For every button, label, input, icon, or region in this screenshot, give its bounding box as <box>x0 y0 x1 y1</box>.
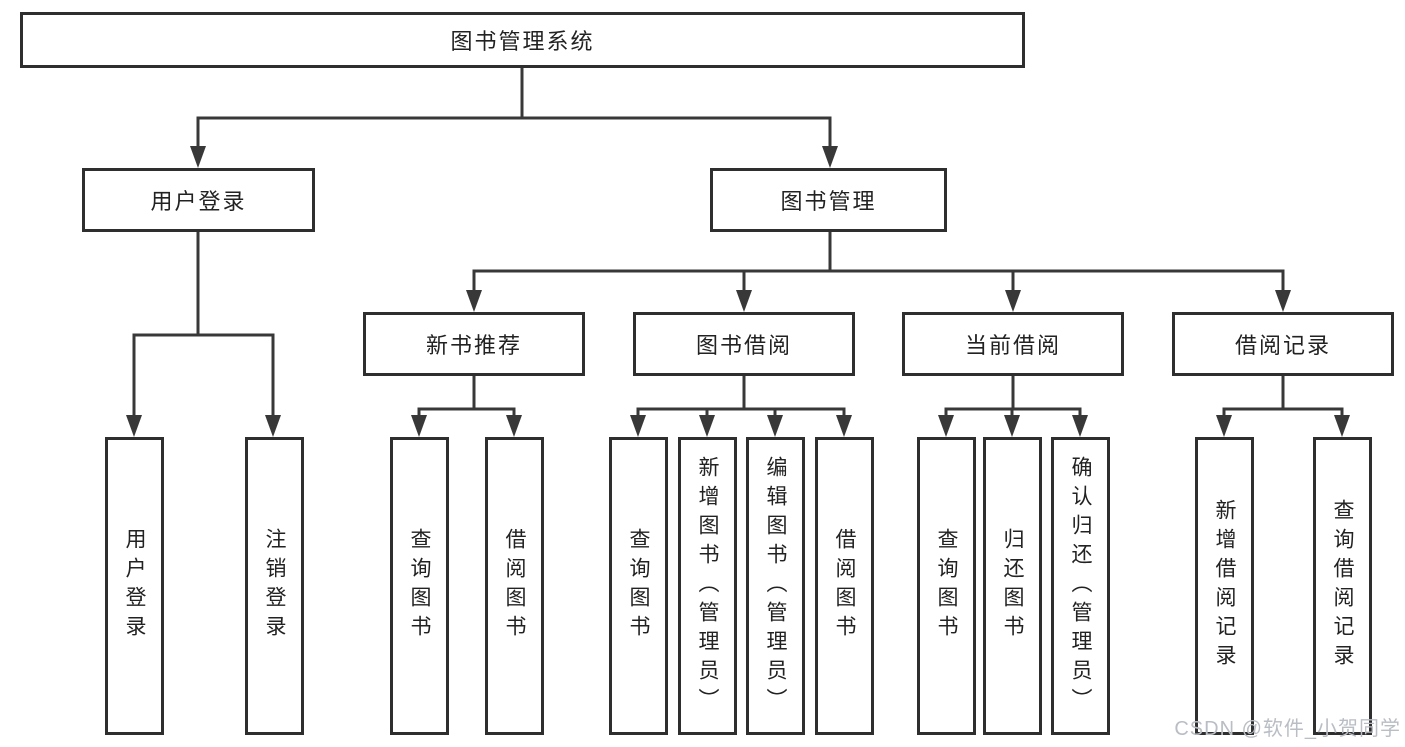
arrow-down-icon <box>1334 415 1350 437</box>
node-label: 新增借阅记录 <box>1213 499 1236 673</box>
node-label: 查询图书 <box>935 528 958 644</box>
arrow-down-icon <box>190 146 206 168</box>
arrow-down-icon <box>1216 415 1232 437</box>
node-label: 用户登录 <box>123 528 146 644</box>
leaf-logout: 注销登录 <box>245 437 304 735</box>
node-label: 新书推荐 <box>425 333 522 358</box>
node-label: 图书管理 <box>780 189 877 214</box>
arrow-down-icons <box>126 146 1350 437</box>
leaf-borrow-books-recommend: 借阅图书 <box>485 437 544 735</box>
leaf-edit-book-admin: 编辑图书（管理员） <box>746 437 805 735</box>
node-label: 借阅记录 <box>1234 333 1331 358</box>
node-label: 确认归还（管理员） <box>1069 455 1092 717</box>
node-label: 编辑图书（管理员） <box>764 455 787 717</box>
leaf-borrow-books-borrowing: 借阅图书 <box>815 437 874 735</box>
node-label: 借阅图书 <box>503 528 526 644</box>
node-label: 归还图书 <box>1001 528 1024 644</box>
leaf-query-books-current: 查询图书 <box>917 437 976 735</box>
arrow-down-icon <box>1072 415 1088 437</box>
leaf-query-books-borrowing: 查询图书 <box>609 437 668 735</box>
arrow-down-icon <box>836 415 852 437</box>
leaf-query-books-recommend: 查询图书 <box>390 437 449 735</box>
leaf-return-books: 归还图书 <box>983 437 1042 735</box>
node-label: 注销登录 <box>263 528 286 644</box>
leaf-add-book-admin: 新增图书（管理员） <box>678 437 737 735</box>
arrow-down-icon <box>699 415 715 437</box>
node-label: 借阅图书 <box>833 528 856 644</box>
node-label: 用户登录 <box>150 189 247 214</box>
node-label: 新增图书（管理员） <box>696 455 719 717</box>
arrow-down-icon <box>736 290 752 312</box>
node-book-management: 图书管理 <box>710 168 947 232</box>
arrow-down-icon <box>767 415 783 437</box>
watermark: CSDN @软件_小贺同学 <box>1174 718 1401 740</box>
arrow-down-icon <box>1004 415 1020 437</box>
node-current-borrowing: 当前借阅 <box>902 312 1124 376</box>
node-library-management-system: 图书管理系统 <box>20 12 1025 68</box>
arrow-down-icon <box>630 415 646 437</box>
node-user-login: 用户登录 <box>82 168 315 232</box>
node-label: 查询图书 <box>408 528 431 644</box>
leaf-query-borrow-record: 查询借阅记录 <box>1313 437 1372 735</box>
leaf-confirm-return-admin: 确认归还（管理员） <box>1051 437 1110 735</box>
node-label: 当前借阅 <box>964 333 1061 358</box>
arrow-down-icon <box>938 415 954 437</box>
arrow-down-icon <box>506 415 522 437</box>
arrow-down-icon <box>822 146 838 168</box>
node-label: 查询借阅记录 <box>1331 499 1354 673</box>
arrow-down-icon <box>466 290 482 312</box>
node-label: 图书借阅 <box>695 333 792 358</box>
arrow-down-icon <box>265 415 281 437</box>
arrow-down-icon <box>411 415 427 437</box>
arrow-down-icon <box>1005 290 1021 312</box>
node-book-borrowing: 图书借阅 <box>633 312 855 376</box>
arrow-down-icon <box>1275 290 1291 312</box>
node-new-book-recommendation: 新书推荐 <box>363 312 585 376</box>
node-label: 图书管理系统 <box>450 29 595 54</box>
leaf-user-login: 用户登录 <box>105 437 164 735</box>
node-label: 查询图书 <box>627 528 650 644</box>
arrow-down-icon <box>126 415 142 437</box>
node-borrowing-records: 借阅记录 <box>1172 312 1394 376</box>
leaf-add-borrow-record: 新增借阅记录 <box>1195 437 1254 735</box>
